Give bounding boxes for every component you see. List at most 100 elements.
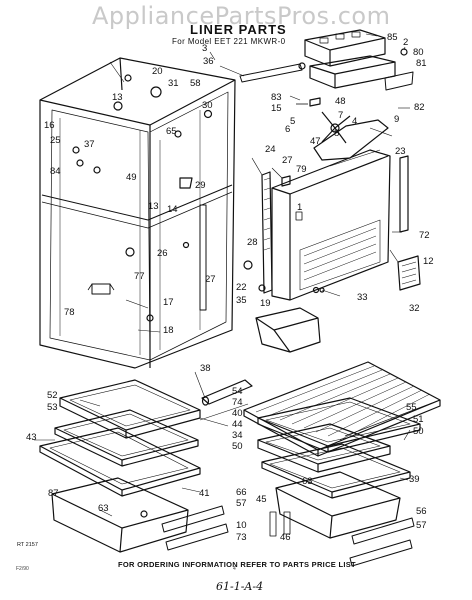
callout-16: 16 — [44, 120, 55, 131]
grille — [397, 255, 421, 291]
crisper-pan — [255, 307, 321, 353]
callout-13a: 13 — [112, 92, 123, 103]
model-number: For Model EET 221 MKWR-0 — [172, 37, 286, 46]
figure-code: F2/90 — [16, 566, 29, 572]
callout-2: 2 — [403, 37, 408, 48]
callout-10: 10 — [236, 520, 247, 531]
callout-14: 14 — [167, 204, 178, 215]
callout-46: 46 — [280, 532, 291, 543]
diagram-code: RT 2157 — [17, 542, 38, 548]
callout-3: 3 — [202, 43, 207, 54]
evaporator-cover — [271, 149, 391, 301]
callout-81: 81 — [416, 58, 427, 69]
callout-7: 7 — [338, 110, 343, 121]
callout-27b: 27 — [282, 155, 293, 166]
callout-34: 34 — [232, 430, 243, 441]
callout-79: 79 — [296, 164, 307, 175]
callout-33: 33 — [357, 292, 368, 303]
callout-40: 40 — [232, 408, 243, 419]
callout-17: 17 — [163, 297, 174, 308]
callout-66: 66 — [236, 487, 247, 498]
callout-36: 36 — [203, 56, 214, 67]
callout-49: 49 — [126, 172, 137, 183]
callout-27a: 27 — [205, 274, 216, 285]
callout-53: 53 — [47, 402, 58, 413]
callout-39: 39 — [409, 474, 420, 485]
fan-assembly — [296, 97, 389, 161]
callout-labels: 85 2 80 3 81 36 83 15 5 82 6 9 47 48 23 … — [26, 32, 434, 543]
callout-77: 77 — [134, 271, 145, 282]
callout-4: 4 — [352, 116, 357, 127]
callout-1: 1 — [297, 202, 302, 213]
callout-5: 5 — [290, 116, 295, 127]
callout-74: 74 — [232, 397, 243, 408]
handwritten-note: 61-1-A-4 — [216, 580, 264, 593]
callout-6: 6 — [285, 124, 290, 135]
callout-84: 84 — [50, 166, 61, 177]
callout-31: 31 — [168, 78, 179, 89]
callout-30: 30 — [202, 100, 213, 111]
callout-32: 32 — [409, 303, 420, 314]
callout-12: 12 — [423, 256, 434, 267]
page-number: 4 — [233, 566, 236, 572]
callout-43: 43 — [26, 432, 37, 443]
callout-41: 41 — [199, 488, 210, 499]
channel-strip — [399, 155, 409, 233]
cabinet-liner — [39, 57, 236, 369]
callout-55: 55 — [406, 402, 417, 413]
callout-80: 80 — [413, 47, 424, 58]
callout-78: 78 — [64, 307, 75, 318]
callout-73: 73 — [236, 532, 247, 543]
callout-24: 24 — [265, 144, 276, 155]
callout-54: 54 — [232, 386, 243, 397]
callout-19: 19 — [260, 298, 271, 309]
callout-22: 22 — [236, 282, 247, 293]
callout-83: 83 — [271, 92, 282, 103]
callout-45: 45 — [256, 494, 267, 505]
callout-58: 58 — [190, 78, 201, 89]
diagram-title: LINER PARTS — [190, 22, 287, 37]
leader-lines — [34, 33, 411, 517]
control-housing — [239, 29, 414, 91]
callout-63b: 63 — [302, 476, 313, 487]
callout-26: 26 — [157, 248, 168, 259]
callout-23: 23 — [395, 146, 406, 157]
callout-57b: 57 — [416, 520, 427, 531]
callout-82: 82 — [414, 102, 425, 113]
callout-57a: 57 — [236, 498, 247, 509]
callout-50b: 50 — [413, 426, 424, 437]
deli-drawer-stack — [257, 397, 421, 567]
callout-13b: 13 — [148, 201, 159, 212]
callout-25: 25 — [50, 135, 61, 146]
callout-28: 28 — [247, 237, 258, 248]
callout-37: 37 — [84, 139, 95, 150]
glass-shelf-stack — [39, 379, 249, 553]
callout-29: 29 — [195, 180, 206, 191]
callout-44: 44 — [232, 419, 243, 430]
callout-51: 51 — [413, 414, 424, 425]
callout-35: 35 — [236, 295, 247, 306]
callout-52: 52 — [47, 390, 58, 401]
tube — [201, 379, 253, 406]
wire-shelf — [243, 361, 441, 457]
callout-9: 9 — [394, 114, 399, 125]
callout-47: 47 — [310, 136, 321, 147]
watermark: AppliancePartsPros.com — [92, 2, 391, 30]
callout-20: 20 — [152, 66, 163, 77]
callout-72: 72 — [419, 230, 430, 241]
vertical-rail — [243, 171, 325, 294]
callout-65: 65 — [166, 126, 177, 137]
callout-15: 15 — [271, 103, 282, 114]
callout-38: 38 — [200, 363, 211, 374]
callout-85: 85 — [387, 32, 398, 43]
callout-63a: 63 — [98, 503, 109, 514]
callout-18: 18 — [163, 325, 174, 336]
callout-87: 87 — [48, 488, 59, 499]
ordering-footer: FOR ORDERING INFORMATION REFER TO PARTS … — [118, 560, 356, 569]
callout-48: 48 — [335, 96, 346, 107]
callout-50a: 50 — [232, 441, 243, 452]
callout-8: 8 — [334, 128, 339, 139]
callout-56: 56 — [416, 506, 427, 517]
